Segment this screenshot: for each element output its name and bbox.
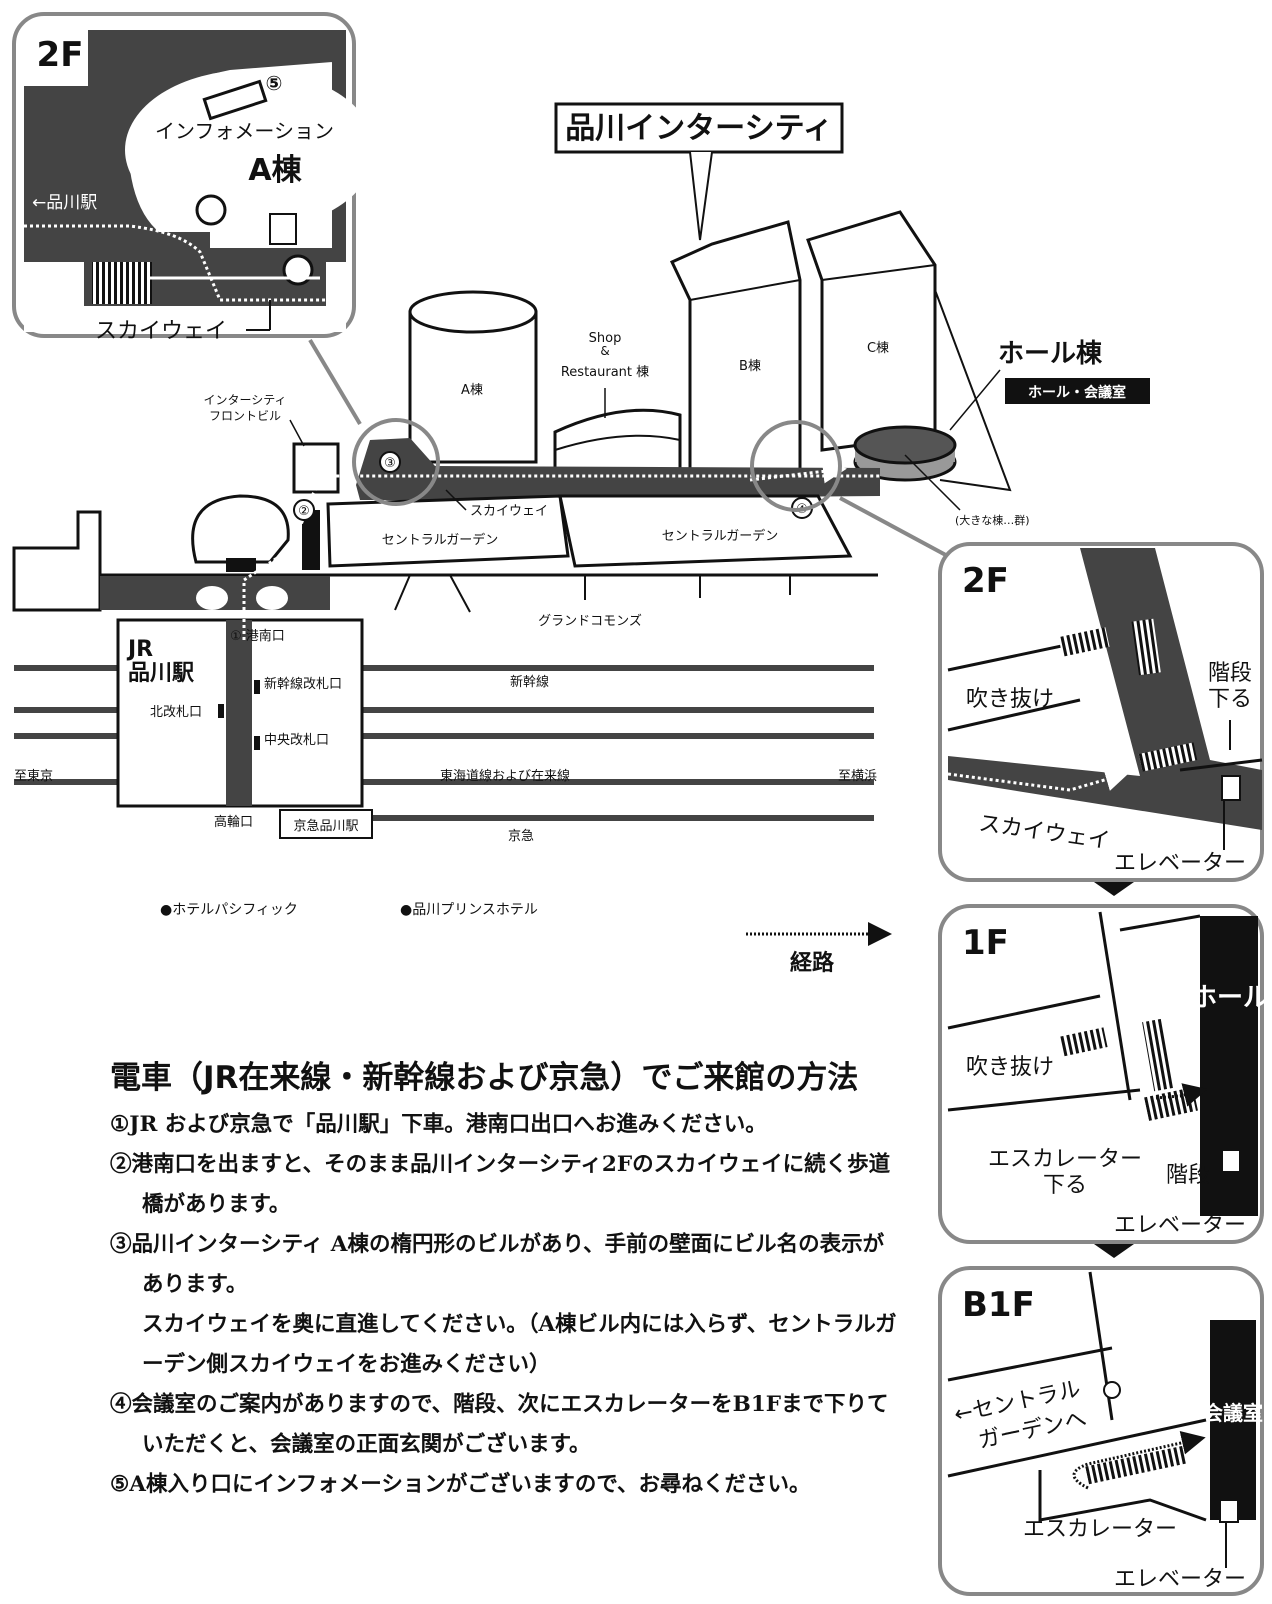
inset-1f-atrium: 吹き抜け — [966, 1055, 1054, 1080]
inset-2f-atrium: 吹き抜け — [966, 687, 1054, 712]
inset-top-info: インフォメーション — [155, 119, 334, 143]
shop-label-1: Shop — [589, 331, 622, 346]
building-b: B棟 — [669, 220, 802, 472]
to-yokohama-label: 至横浜 — [838, 769, 877, 784]
route-path — [242, 474, 880, 640]
inset-b1f-escalator: エスカレーター — [1023, 1517, 1177, 1542]
legend-label: 経路 — [790, 950, 835, 976]
zoom-circle-3 — [352, 418, 440, 506]
hotel-pacific-label: ●ホテルパシフィック — [160, 902, 298, 918]
shinkansen-line-label: 新幹線 — [510, 674, 549, 690]
marker-3: ③ — [384, 456, 396, 471]
inset-2f-down: 下る — [1208, 687, 1252, 712]
tokaido-line-label: 東海道線および在来線 — [440, 768, 570, 784]
building-c-label: C棟 — [867, 341, 889, 356]
directions: 電車（JR在来線・新幹線および京急）でご来館の方法 ①JR および京急で「品川駅… — [110, 1052, 900, 1505]
inset-b1f-right: 会議室 B1F ←セントラル ガーデンへ エスカレーター エレベーター — [938, 1266, 1264, 1596]
hall-label: ホール棟 — [998, 339, 1103, 369]
inset-b1f-room: 会議室 — [1203, 1401, 1263, 1425]
direction-step-4: ④会議室のご案内がありますので、階段、次にエスカレーターをB1Fまで下りていただ… — [110, 1392, 889, 1457]
marker-2: ② — [298, 504, 310, 519]
inset-1f-right: ホール 1F 吹き抜け エスカレーター 下る 階段 エレベーター — [938, 904, 1269, 1258]
inset-b1f-elevator: エレベーター — [1114, 1567, 1246, 1592]
inset-top-building: A棟 — [248, 153, 302, 188]
direction-step-1: ①JR および京急で「品川駅」下車。港南口出口へお進みください。 — [110, 1112, 767, 1137]
grand-commons-label: グランドコモンズ — [538, 613, 642, 629]
inset-top-station: ←品川駅 — [32, 193, 97, 213]
large-room-label: (大きな棟…群) — [955, 513, 1030, 527]
jr-shinagawa-station: JR 品川駅 ① 港南口 新幹線改札口 北改札口 中央改札口 — [116, 618, 364, 808]
to-tokyo-label: 至東京 — [14, 768, 53, 784]
inset-1f-floor: 1F — [962, 923, 1009, 963]
building-c: C棟 — [806, 210, 1012, 492]
direction-step-3-extra: スカイウェイを奥に直進してください。（A棟ビル内には入らず、セントラルガーデン側… — [142, 1312, 897, 1377]
directions-heading: 電車（JR在来線・新幹線および京急）でご来館の方法 — [110, 1060, 859, 1096]
north-gate-label: 北改札口 — [150, 705, 202, 720]
takanawa-gate-label: 高輪口 — [214, 814, 253, 830]
keikyu-station-label: 京急品川駅 — [293, 819, 358, 834]
inset-top-floor: 2F — [37, 35, 84, 75]
inset-2f-floor: 2F — [962, 561, 1009, 601]
direction-step-3: ③品川インターシティ A棟の楕円形のビルがあり、手前の壁面にビル名の表示がありま… — [110, 1225, 900, 1385]
front-building — [292, 442, 340, 494]
inset-1f-down: 下る — [1043, 1173, 1087, 1198]
central-gate-label: 中央改札口 — [264, 733, 329, 748]
hall-sub-label: ホール・会議室 — [1028, 384, 1126, 401]
direction-step-3-text: ③品川インターシティ A棟の楕円形のビルがあり、手前の壁面にビル名の表示がありま… — [110, 1232, 885, 1297]
central-garden-1-label: セントラルガーデン — [382, 532, 499, 548]
skyway-label: スカイウェイ — [470, 504, 548, 519]
front-label-1: インターシティ — [203, 393, 286, 407]
map-title: 品川インターシティ — [565, 111, 833, 146]
station-name-2: 品川駅 — [128, 661, 194, 686]
inset-2f-elevator: エレベーター — [1114, 851, 1246, 876]
direction-step-2: ②港南口を出ますと、そのまま品川インターシティ2Fのスカイウェイに続く歩道橋があ… — [110, 1152, 891, 1217]
keikyu-line-label: 京急 — [508, 829, 534, 844]
central-garden-2-label: セントラルガーデン — [662, 528, 779, 544]
inset-top-skyway: スカイウェイ — [95, 319, 227, 344]
inset-2f-top: 2F インフォメーション A棟 ←品川駅 スカイウェイ ⑤ — [12, 12, 375, 344]
inset-1f-elevator: エレベーター — [1114, 1213, 1246, 1238]
inset-top-marker: ⑤ — [266, 71, 283, 95]
main-map: 品川インターシティ A棟 Shop & Restaurant 棟 B棟 — [12, 102, 1150, 976]
shinkansen-gate-label: 新幹線改札口 — [264, 676, 342, 692]
building-b-label: B棟 — [739, 359, 761, 374]
front-label-2: フロントビル — [209, 409, 281, 423]
building-shop: Shop & Restaurant 棟 — [553, 331, 682, 472]
inset-2f-stairs: 階段 — [1208, 661, 1252, 686]
konan-gate-label: ① 港南口 — [230, 628, 285, 644]
inset-1f-hall: ホール — [1191, 983, 1269, 1013]
inset-1f-escalator: エスカレーター — [988, 1147, 1142, 1172]
inset-b1f-floor: B1F — [962, 1285, 1035, 1325]
zoom-circle-4 — [750, 420, 842, 512]
inset-2f-right: 2F 吹き抜け 階段 下る スカイウェイ エレベーター — [938, 542, 1264, 896]
inset-1f-stairs: 階段 — [1166, 1163, 1210, 1188]
central-gardens: セントラルガーデン セントラルガーデン — [326, 494, 853, 568]
shop-label-3: Restaurant 棟 — [561, 365, 649, 380]
direction-step-5: ⑤A棟入り口にインフォメーションがございますので、お尋ねください。 — [110, 1472, 811, 1497]
station-name-1: JR — [126, 637, 153, 662]
title-box — [554, 102, 844, 154]
building-a-label: A棟 — [461, 383, 483, 398]
shop-label-2: & — [600, 344, 609, 358]
prince-hotel-label: ●品川プリンスホテル — [400, 902, 538, 918]
